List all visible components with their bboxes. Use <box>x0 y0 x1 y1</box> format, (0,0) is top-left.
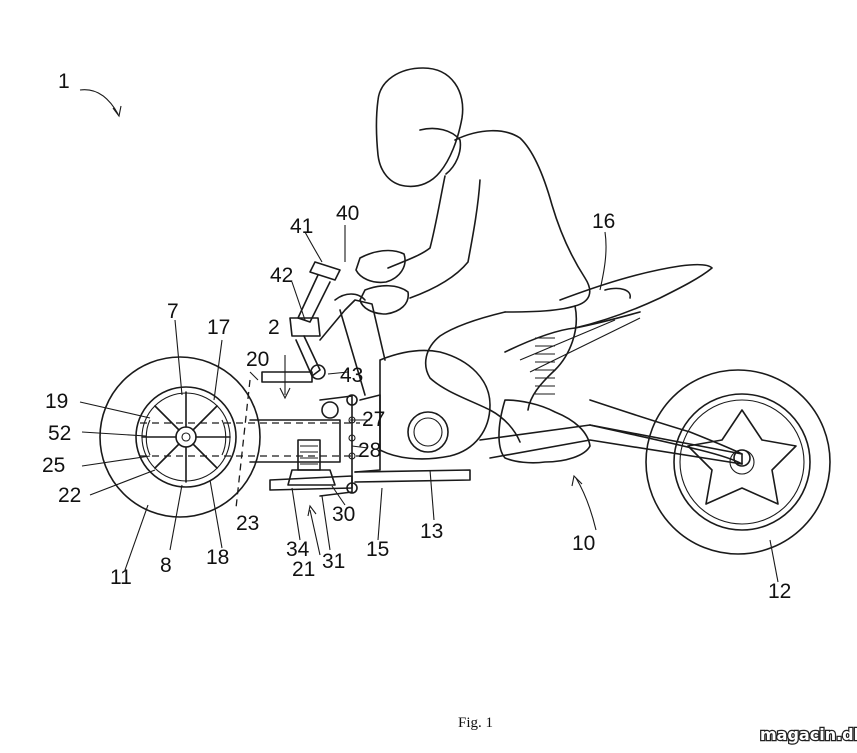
callout-1: 1 <box>58 70 70 93</box>
callout-28: 28 <box>358 439 381 462</box>
rider <box>356 68 590 463</box>
callout-19: 19 <box>45 390 68 413</box>
leader-lines <box>80 90 778 582</box>
callout-22: 22 <box>58 484 81 507</box>
callout-10: 10 <box>572 532 595 555</box>
callout-13: 13 <box>420 520 443 543</box>
callout-42: 42 <box>270 264 293 287</box>
callout-23: 23 <box>236 512 259 535</box>
callout-20: 20 <box>246 348 269 371</box>
callout-40: 40 <box>336 202 359 225</box>
watermark: magacin.dk <box>760 725 857 744</box>
callout-17: 17 <box>207 316 230 339</box>
callout-43: 43 <box>340 364 363 387</box>
callout-12: 12 <box>768 580 791 603</box>
front-linkage <box>250 395 357 496</box>
callout-31: 31 <box>322 550 345 573</box>
callout-21: 21 <box>292 558 315 581</box>
callout-27: 27 <box>362 408 385 431</box>
rear-frame <box>505 265 742 464</box>
callout-52: 52 <box>48 422 71 445</box>
callout-15: 15 <box>366 538 389 561</box>
callout-16: 16 <box>592 210 615 233</box>
callout-25: 25 <box>42 454 65 477</box>
figure-caption: Fig. 1 <box>458 715 493 731</box>
callout-41: 41 <box>290 215 313 238</box>
callout-7: 7 <box>167 300 179 323</box>
callout-11: 11 <box>110 566 132 589</box>
callout-labels: 1 7 17 2 20 41 40 42 43 19 52 25 22 27 2… <box>42 70 791 603</box>
callout-8: 8 <box>160 554 172 577</box>
callout-30: 30 <box>332 503 355 526</box>
engine-body <box>320 300 490 482</box>
callout-18: 18 <box>206 546 229 569</box>
callout-2: 2 <box>268 316 280 339</box>
